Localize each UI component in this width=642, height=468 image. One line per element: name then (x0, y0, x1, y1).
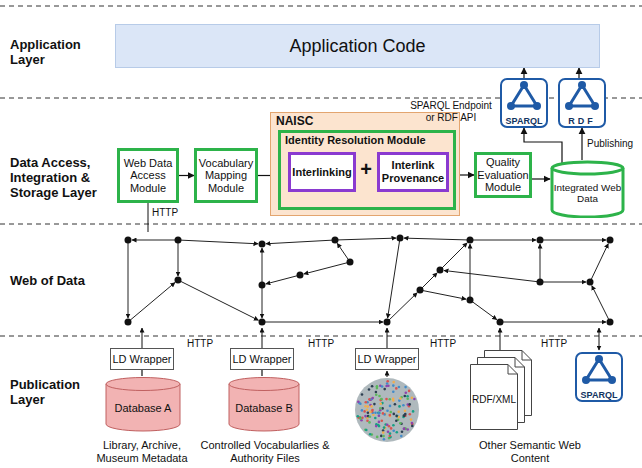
submodule-box: Interlink Provenance (377, 152, 449, 192)
layer-dividers (0, 6, 642, 336)
node-text: Integrated Web Data (550, 182, 625, 205)
node-text: Quality Evaluation Module (477, 156, 528, 194)
plus-sign: + (357, 158, 375, 181)
node-text: RDF/XML (472, 394, 516, 406)
connector-arrow (523, 68, 524, 78)
database-cylinder: Integrated Web Data (550, 160, 625, 218)
protocol-label: HTTP (152, 207, 182, 219)
layer-label: Application Layer (10, 38, 110, 68)
application-box: Application Code (115, 24, 600, 68)
node-text: Identity Resolution Module (285, 134, 426, 147)
layer-label: Publication Layer (10, 378, 100, 408)
node-text: SPARQL (581, 390, 618, 400)
source-caption: Controlled Vocabularlies & Authority Fil… (195, 439, 335, 464)
submodule-box: Interlinking (288, 152, 356, 192)
connector-arrow (261, 370, 262, 376)
node-text: LD Wrapper (357, 353, 416, 366)
endpoint-note: SPARQL Endpoint or RDF API (405, 100, 497, 123)
source-caption: Other Semantic Web Content (470, 439, 590, 464)
wrapper-box: LD Wrapper (110, 348, 174, 370)
connector-arrow (179, 175, 194, 176)
module-box: Quality Evaluation Module (474, 152, 532, 198)
node-text: SPARQL (506, 116, 543, 126)
node-text: LD Wrapper (232, 353, 291, 366)
protocol-label: HTTP (430, 338, 458, 350)
protocol-label: HTTP (541, 338, 569, 350)
node-text: Application Code (289, 36, 425, 57)
node-text: Interlinking (292, 166, 351, 179)
rdf-icon: RDF (558, 78, 606, 128)
connector-arrow (532, 178, 550, 179)
node-text: LD Wrapper (112, 353, 171, 366)
node-text: Database A (115, 402, 172, 415)
layer-label: Data Access, Integration & Storage Layer (10, 156, 112, 201)
sparql-icon: SPARQL (500, 78, 548, 128)
source-caption: Library, Archive, Museum Metadata (82, 439, 202, 464)
database-cylinder: Database B (228, 376, 300, 432)
module-box: Web Data Access Module (117, 148, 179, 203)
wrapper-box: LD Wrapper (355, 348, 419, 370)
node-text: Interlink Provenance (382, 159, 444, 184)
module-box: Vocabulary Mapping Module (194, 148, 258, 203)
web-of-data-graph (125, 235, 614, 326)
protocol-label: HTTP (187, 338, 215, 350)
flow-label: Publishing (587, 138, 637, 150)
sparql-icon: SPARQL (575, 352, 623, 402)
database-cylinder: Database A (105, 376, 181, 432)
publication-links (142, 203, 599, 377)
protocol-label: HTTP (308, 338, 336, 350)
node-text: Vocabulary Mapping Module (199, 157, 253, 195)
document-stack: RDF/XML (470, 350, 532, 430)
document-pages (470, 350, 532, 430)
node-text: Web Data Access Module (122, 157, 174, 195)
connector-arrow (141, 370, 142, 376)
connector-arrow (578, 68, 579, 78)
wrapper-box: LD Wrapper (230, 348, 294, 370)
node-text: NAISC (276, 115, 313, 129)
linked-data-cloud (355, 378, 419, 442)
layer-label: Web of Data (10, 274, 110, 289)
node-text: Database B (235, 402, 292, 415)
connector-arrow (581, 128, 582, 160)
node-text: RDF (568, 116, 596, 126)
